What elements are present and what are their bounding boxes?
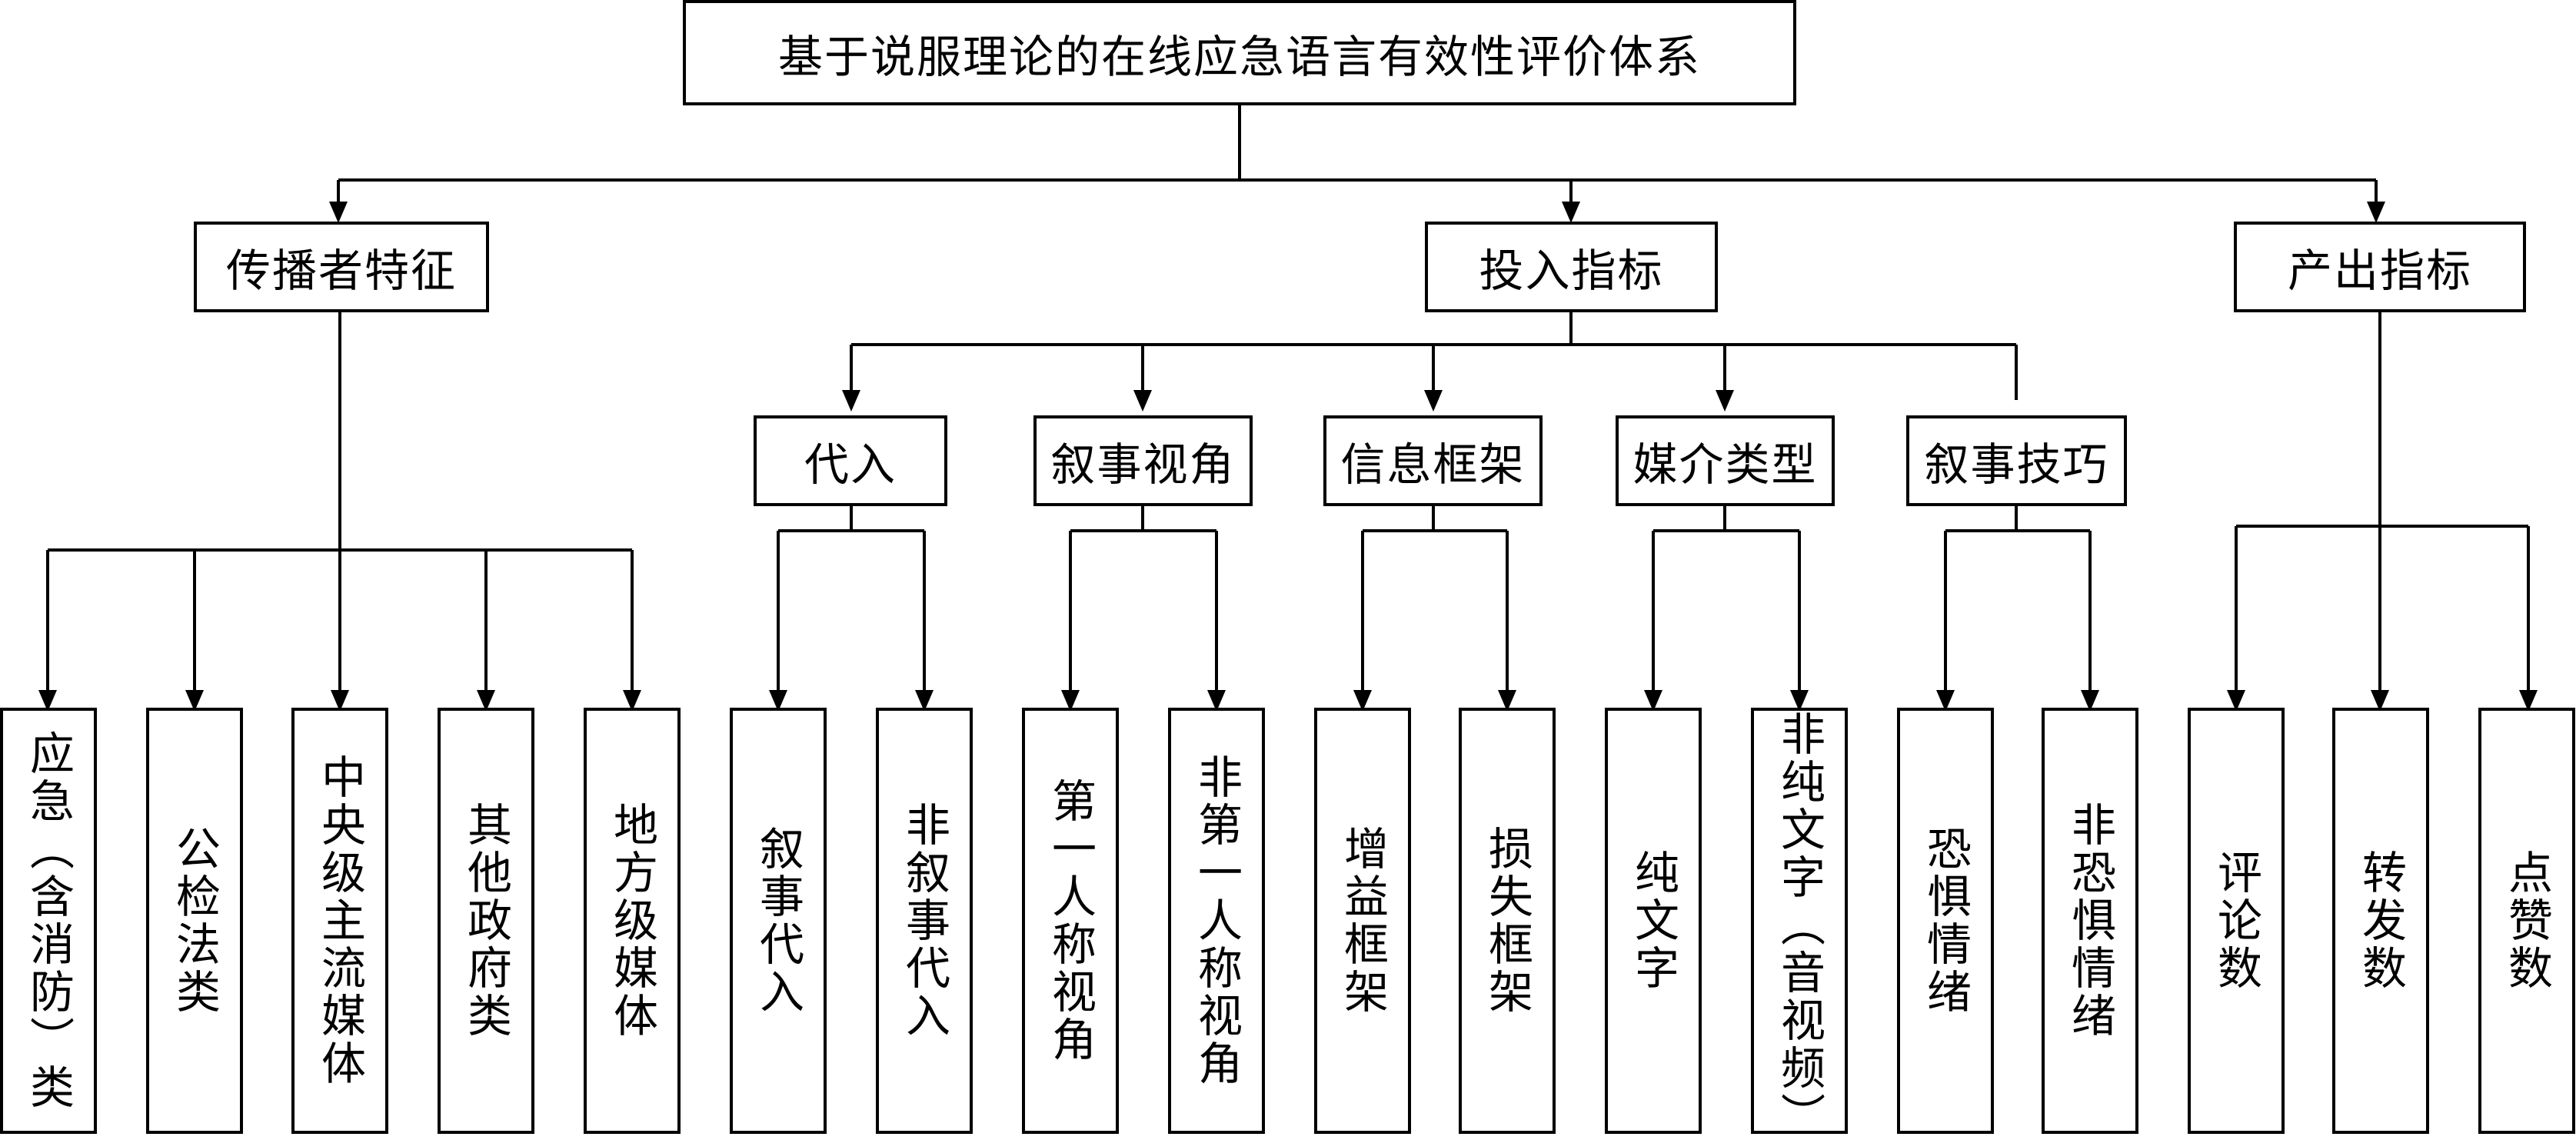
leaf-central-mainstream-media: 中央级主流媒体 — [291, 708, 388, 1134]
node-output-indicators: 产出指标 — [2234, 222, 2526, 312]
leaf-loss-frame: 损失框架 — [1459, 708, 1556, 1134]
leaf-public-security-law: 公检法类 — [146, 708, 243, 1134]
leaf-pure-text: 纯文字 — [1605, 708, 1702, 1134]
node-narrative-technique: 叙事技巧 — [1906, 415, 2127, 506]
node-input-indicators: 投入指标 — [1425, 222, 1718, 312]
leaf-non-pure-text: 非纯文字（音视频） — [1751, 708, 1848, 1140]
leaf-narrative-substitution: 叙事代入 — [730, 708, 827, 1134]
leaf-non-fear-emotion: 非恐惧情绪 — [2042, 708, 2138, 1134]
leaf-non-narrative-substitution: 非叙事代入 — [876, 708, 973, 1134]
leaf-first-person: 第一人称视角 — [1022, 708, 1119, 1134]
leaf-local-media: 地方级媒体 — [584, 708, 681, 1134]
leaf-gain-frame: 增益框架 — [1314, 708, 1411, 1134]
diagram-title: 基于说服理论的在线应急语言有效性评价体系 — [683, 0, 1796, 105]
leaf-fear-emotion: 恐惧情绪 — [1897, 708, 1994, 1134]
leaf-other-government: 其他政府类 — [438, 708, 534, 1134]
leaf-emergency-fire: 应急（含消防）类 — [0, 708, 97, 1134]
leaf-comment-count: 评论数 — [2188, 708, 2285, 1134]
leaf-repost-count: 转发数 — [2332, 708, 2429, 1134]
node-communicator-features: 传播者特征 — [194, 222, 489, 312]
node-narrative-perspective: 叙事视角 — [1033, 415, 1253, 506]
leaf-non-first-person: 非第一人称视角 — [1168, 708, 1265, 1134]
node-substitution: 代入 — [754, 415, 947, 506]
node-information-frame: 信息框架 — [1323, 415, 1543, 506]
node-media-type: 媒介类型 — [1616, 415, 1835, 506]
leaf-like-count: 点赞数 — [2478, 708, 2575, 1134]
